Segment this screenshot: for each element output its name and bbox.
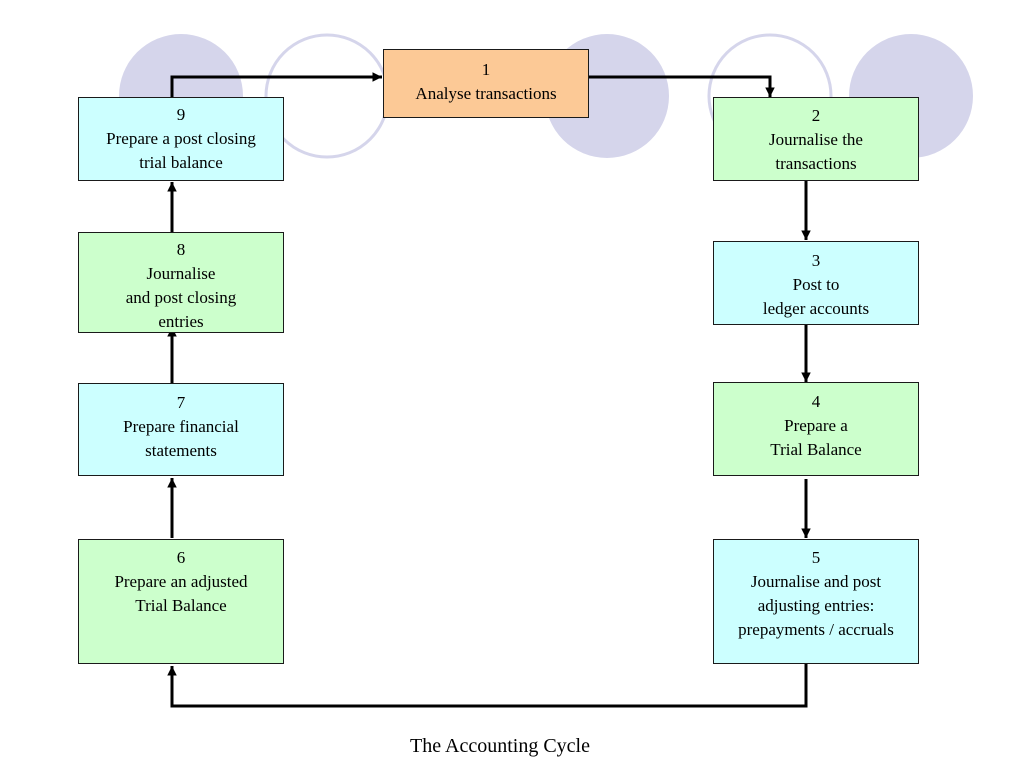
- step-8-label-line-2: and post closing: [125, 288, 237, 307]
- arrow-1-to-2: [584, 75, 775, 97]
- step-7-label-line-2: statements: [145, 441, 217, 460]
- step-6-label-line-2: Trial Balance: [135, 596, 227, 615]
- step-4-label-line-1: Prepare a: [784, 416, 848, 435]
- step-1-analyse-transactions: 1 Analyse transactions: [383, 49, 589, 118]
- step-1-label: Analyse transactions: [415, 84, 557, 103]
- step-3-post-to-ledger: 3 Post to ledger accounts: [713, 241, 919, 325]
- step-5-adjusting-entries: 5 Journalise and post adjusting entries:…: [713, 539, 919, 664]
- step-8-label-line-3: entries: [158, 312, 204, 331]
- step-9-label-line-2: trial balance: [139, 153, 223, 172]
- step-2-label-line-1: Journalise the: [769, 130, 863, 149]
- step-6-label-line-1: Prepare an adjusted: [114, 572, 248, 591]
- step-3-label-line-1: Post to: [792, 275, 840, 294]
- step-6-number: 6: [176, 548, 186, 567]
- step-8-number: 8: [176, 240, 186, 259]
- step-9-post-closing-trial-balance: 9 Prepare a post closing trial balance: [78, 97, 284, 181]
- step-9-number: 9: [176, 105, 186, 124]
- step-5-label-line-3: prepayments / accruals: [738, 620, 894, 639]
- step-5-label-line-2: adjusting entries:: [757, 596, 875, 615]
- step-7-number: 7: [176, 393, 186, 412]
- step-2-label-line-2: transactions: [775, 154, 857, 173]
- step-5-number: 5: [811, 548, 821, 567]
- step-2-number: 2: [811, 106, 821, 125]
- step-3-label-line-2: ledger accounts: [762, 299, 870, 318]
- step-9-label-line-1: Prepare a post closing: [106, 129, 256, 148]
- diagram-caption: The Accounting Cycle: [410, 735, 590, 757]
- step-8-closing-entries: 8 Journalise and post closing entries: [78, 232, 284, 333]
- arrow-9-to-1: [170, 72, 382, 97]
- step-1-number: 1: [481, 60, 491, 79]
- step-4-number: 4: [811, 392, 821, 411]
- step-8-label-line-1: Journalise: [146, 264, 216, 283]
- arrow-5-to-6: [167, 664, 808, 708]
- step-4-prepare-trial-balance: 4 Prepare a Trial Balance: [713, 382, 919, 476]
- step-7-label-line-1: Prepare financial: [123, 417, 239, 436]
- step-6-adjusted-trial-balance: 6 Prepare an adjusted Trial Balance: [78, 539, 284, 664]
- step-7-financial-statements: 7 Prepare financial statements: [78, 383, 284, 476]
- step-5-label-line-1: Journalise and post: [750, 572, 882, 591]
- step-3-number: 3: [811, 251, 821, 270]
- step-2-journalise-transactions: 2 Journalise the transactions: [713, 97, 919, 181]
- step-4-label-line-2: Trial Balance: [770, 440, 862, 459]
